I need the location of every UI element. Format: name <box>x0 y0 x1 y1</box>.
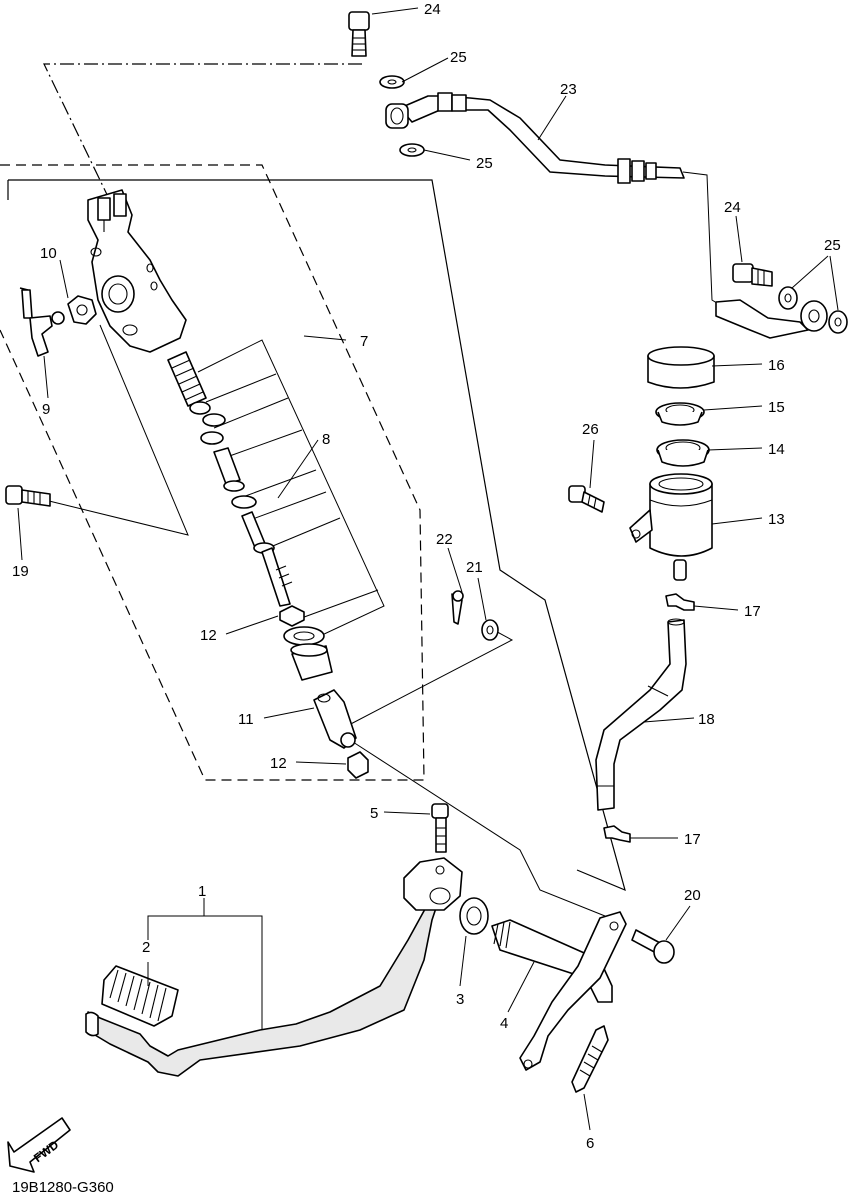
banjo-bolt-reservoir <box>732 263 773 287</box>
diagram-code: 19B1280-G360 <box>12 1179 114 1196</box>
pedal-bolt-5 <box>431 803 449 853</box>
washer-3 <box>459 897 489 935</box>
callout-2: 2 <box>142 939 150 956</box>
leader-lines <box>17 7 839 1131</box>
callout-12-upper: 12 <box>200 627 217 644</box>
brake-hose <box>385 92 685 184</box>
callout-10: 10 <box>40 245 57 262</box>
reservoir-hose-18 <box>595 619 687 811</box>
plate-14 <box>656 439 710 467</box>
callout-25-mid: 25 <box>476 155 493 172</box>
banjo-bolt-top <box>348 11 370 57</box>
nut-12-lower <box>347 751 369 779</box>
pedal-shaft-4 <box>491 911 627 1071</box>
callout-19: 19 <box>12 563 29 580</box>
callout-14: 14 <box>768 441 785 458</box>
callout-16: 16 <box>768 357 785 374</box>
bolt-26 <box>568 485 605 513</box>
callout-1: 1 <box>198 883 206 900</box>
callout-21: 21 <box>466 559 483 576</box>
callouts: 24 25 25 23 24 25 16 15 14 13 26 17 18 1… <box>12 1 841 1152</box>
callout-13: 13 <box>768 511 785 528</box>
group-8-outline <box>197 339 385 637</box>
callout-25-right: 25 <box>824 237 841 254</box>
callout-18: 18 <box>698 711 715 728</box>
washer-25-upper <box>379 75 405 89</box>
nut-12-upper <box>279 605 305 627</box>
washer-21 <box>481 619 499 641</box>
callout-17-lower: 17 <box>684 831 701 848</box>
callout-22: 22 <box>436 531 453 548</box>
callout-24-top: 24 <box>424 1 441 18</box>
hose-clamp-17-upper <box>665 593 695 611</box>
reservoir-tank-13 <box>629 473 713 581</box>
callout-9: 9 <box>42 401 50 418</box>
brake-switch-9 <box>19 287 65 357</box>
push-rod <box>241 511 293 607</box>
diaphragm-15 <box>655 402 705 426</box>
grommet-10 <box>67 295 97 325</box>
fwd-arrow: FWD <box>7 1117 71 1173</box>
washer-25-lower <box>399 143 425 157</box>
callout-25-top: 25 <box>450 49 467 66</box>
callout-17-upper: 17 <box>744 603 761 620</box>
washer-25-right-a <box>778 286 798 310</box>
clevis-11 <box>313 689 357 749</box>
piston-spring <box>167 351 207 407</box>
assembly-lines <box>0 63 721 919</box>
master-cylinder <box>87 189 187 353</box>
callout-8: 8 <box>322 431 330 448</box>
piston <box>213 447 241 485</box>
callout-5: 5 <box>370 805 378 822</box>
callout-26: 26 <box>582 421 599 438</box>
clevis-pin-20 <box>631 929 675 964</box>
washer-25-right-b <box>828 310 848 334</box>
callout-4: 4 <box>500 1015 508 1032</box>
pedal-rubber-2 <box>101 965 179 1027</box>
brake-pedal-1 <box>85 857 463 1077</box>
bolt-19 <box>5 485 51 507</box>
callout-7: 7 <box>360 333 368 350</box>
callout-15: 15 <box>768 399 785 416</box>
reservoir-cap-16 <box>647 346 715 389</box>
cotter-pin-22 <box>451 590 464 625</box>
callout-23: 23 <box>560 81 577 98</box>
return-spring-6 <box>571 1025 609 1093</box>
callout-11: 11 <box>238 711 254 728</box>
hose-clamp-17-lower <box>603 825 631 843</box>
callout-6: 6 <box>586 1135 594 1152</box>
callout-12-lower: 12 <box>270 755 287 772</box>
hose-fitting <box>715 299 828 339</box>
callout-3: 3 <box>456 991 464 1008</box>
boot-ring <box>283 626 325 646</box>
callout-20: 20 <box>684 887 701 904</box>
callout-24-right: 24 <box>724 199 741 216</box>
